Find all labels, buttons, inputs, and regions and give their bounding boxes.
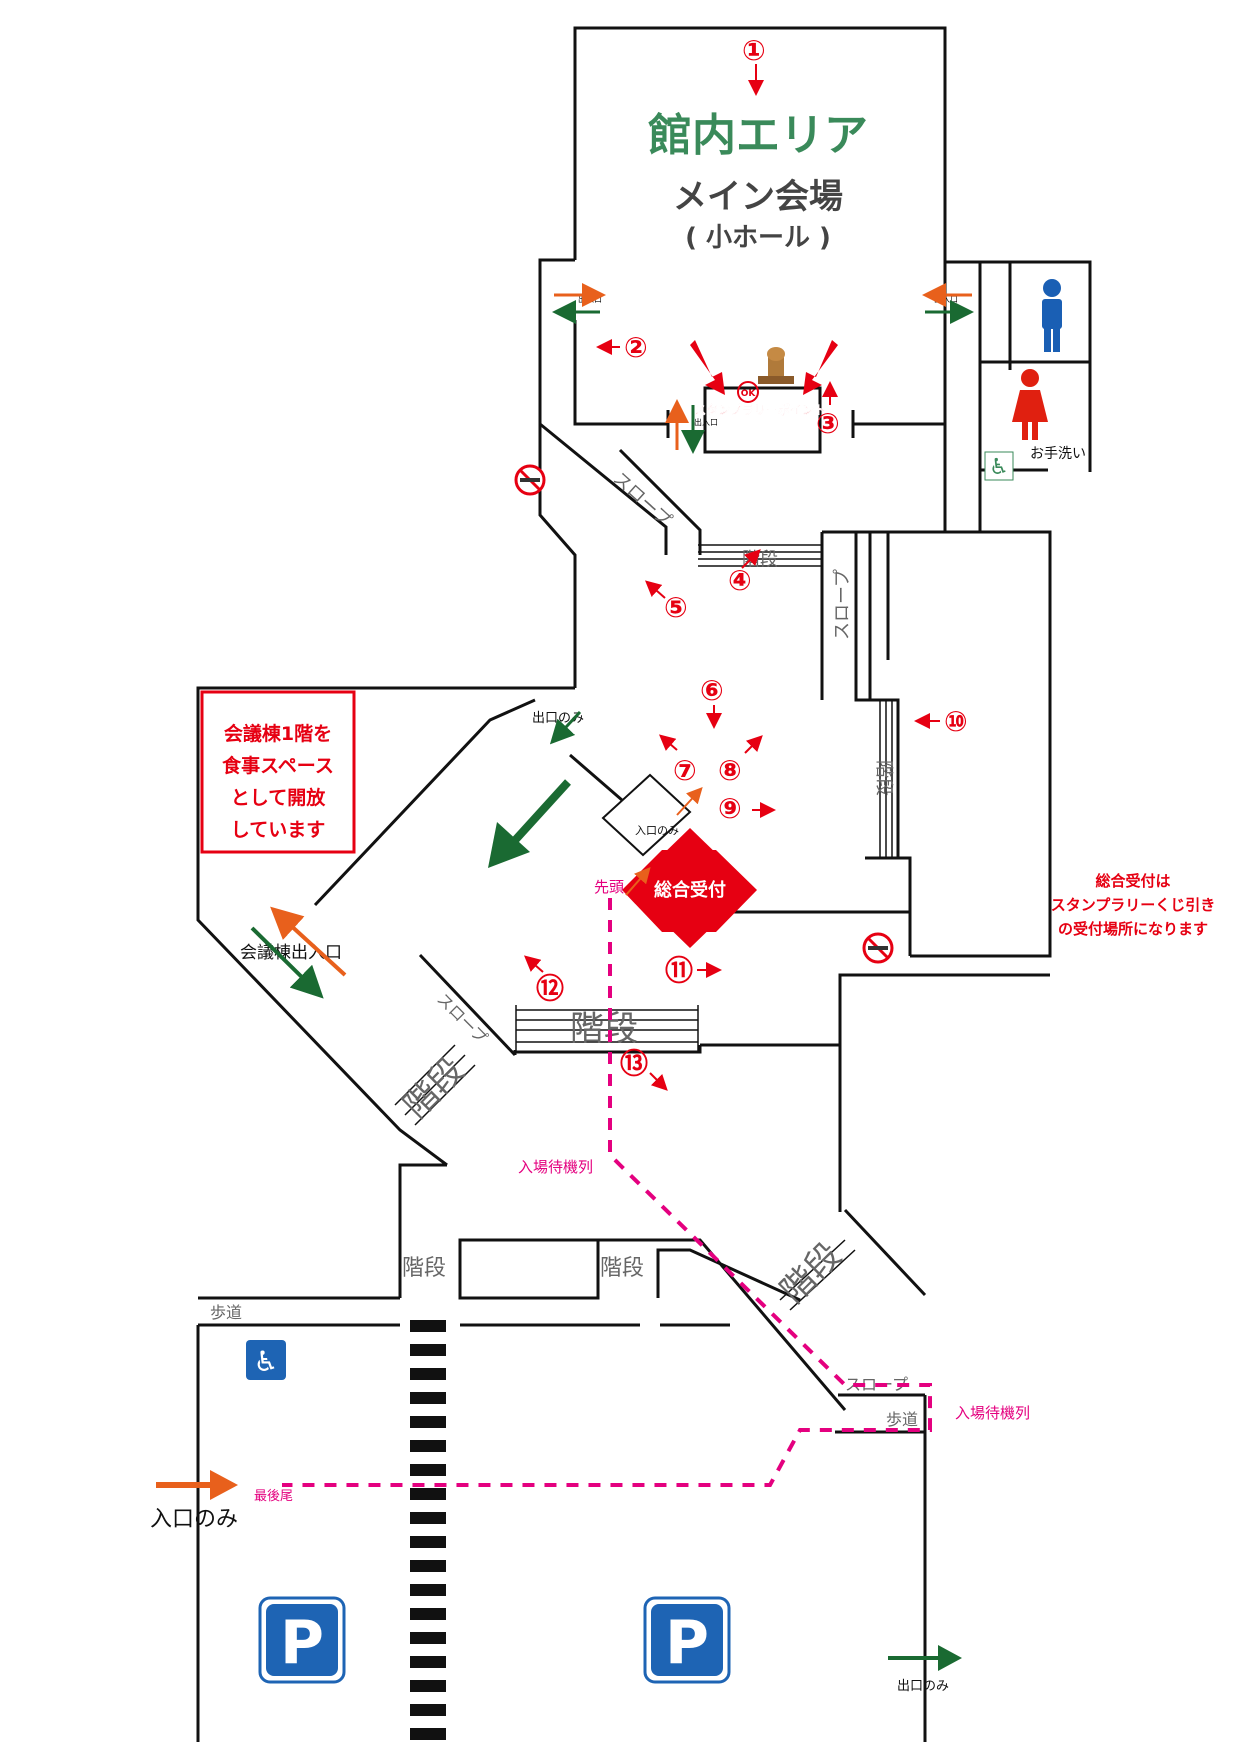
parking-icon: P [258, 1596, 346, 1684]
reception-note: 総合受付は スタンプラリーくじ引き の受付場所になります [1051, 872, 1216, 938]
stamp-point: OK スタンプラリーポイント [690, 340, 838, 417]
main-hall-title: 館内エリア [648, 110, 868, 161]
male-restroom-icon [1042, 279, 1062, 352]
main-hall-subtitle: メイン会場 [673, 177, 843, 217]
parking-entrance-label: 入口のみ [150, 1507, 238, 1532]
conference-in-arrow [270, 906, 347, 977]
stairs-label-4: 階段 [396, 1050, 472, 1126]
entrance-only-label: 入口のみ [635, 824, 679, 837]
notice-line-2: 食事スペース [222, 754, 334, 777]
stamp-ok-text: OK [741, 389, 757, 399]
marker-10: ⑩ [944, 705, 968, 738]
accessible-parking-icon: ♿ [246, 1340, 286, 1380]
accessible-restroom-icon: ♿ [984, 451, 1014, 481]
stairs-label-6: 階段 [600, 1256, 644, 1281]
notice-line-4: しています [231, 819, 325, 841]
sidewalk-label-2: 歩道 [886, 1410, 918, 1429]
door-label-right: 出入口 [934, 294, 958, 304]
exit-only-arrow [549, 710, 582, 745]
marker-2: ② [624, 331, 648, 364]
queue-enter-arrow [625, 866, 651, 896]
markers: ① ② ③ ④ ⑤ ⑥ ⑦ ⑧ ⑨ ⑩ ⑪ ⑫ ⑬ [536, 34, 968, 1080]
marker-5: ⑤ [664, 591, 688, 624]
reception-box[interactable]: 総合受付 [622, 828, 757, 948]
marker-4: ④ [728, 564, 752, 597]
parking-icon-2: P [643, 1596, 731, 1684]
slope-walls [618, 448, 872, 700]
big-green-arrow [488, 779, 571, 868]
queue-head-label: 先頭 [594, 878, 624, 896]
parking-letter-1: P [280, 1608, 324, 1678]
reception-note-2: スタンプラリーくじ引き [1051, 896, 1216, 914]
female-restroom-icon [1012, 369, 1048, 440]
marker-8: ⑧ [718, 754, 742, 787]
queue-label-1: 入場待機列 [518, 1158, 593, 1176]
marker-13: ⑬ [620, 1047, 648, 1080]
parking-exit-arrow [888, 1645, 962, 1671]
notice-line-1: 会議棟1階を [224, 722, 332, 745]
sidewalk-label-1: 歩道 [210, 1303, 242, 1322]
no-smoking-icon [514, 464, 546, 496]
marker-7: ⑦ [673, 754, 697, 787]
notice-line-3: として開放 [231, 786, 326, 809]
reception-note-3: の受付場所になります [1058, 920, 1208, 938]
slope-label-1: スロープ [609, 468, 676, 531]
stairs-label-2: 階段 [873, 760, 894, 796]
marker-6: ⑥ [700, 674, 724, 707]
door-label-stamp: 出入口 [694, 417, 718, 427]
notice-box: 会議棟1階を 食事スペース として開放 しています [200, 690, 356, 854]
queue-tail-label: 最後尾 [254, 1489, 293, 1504]
parking-letter-2: P [665, 1608, 709, 1678]
svg-text:♿: ♿ [989, 455, 1009, 480]
stairs-label-5: 階段 [402, 1256, 446, 1281]
door-arrows [552, 283, 974, 454]
marker-12: ⑫ [536, 972, 564, 1005]
queue-label-2: 入場待機列 [955, 1404, 1030, 1422]
stamp-point-label: スタンプラリーポイント [694, 402, 826, 417]
reception-label: 総合受付 [654, 879, 726, 901]
svg-text:♿: ♿ [253, 1345, 278, 1378]
hand-wash-label: お手洗い [1030, 446, 1086, 462]
marker-arrows [523, 64, 940, 1091]
stairs-hatching [394, 544, 893, 1311]
marker-3: ③ [816, 407, 840, 440]
stamp-icon [758, 347, 794, 384]
marker-9: ⑨ [718, 792, 742, 825]
parking-entrance-arrow [156, 1470, 238, 1500]
slope-label-2: スロープ [832, 569, 853, 640]
main-hall-subtitle2: ( 小ホール ) [685, 223, 831, 253]
conference-out-arrow [250, 926, 324, 999]
exit-only-label: 出口のみ [532, 711, 584, 726]
marker-11: ⑪ [665, 954, 693, 987]
reception-note-1: 総合受付は [1095, 872, 1170, 890]
crosswalk [410, 1320, 446, 1740]
building-walls [196, 26, 1092, 1742]
queue-line [282, 898, 932, 1487]
no-smoking-icon-2 [862, 932, 894, 964]
entrance-arrow [676, 787, 703, 816]
entrance-only-box: 入口のみ [601, 773, 692, 857]
parking-exit-label: 出口のみ [897, 1679, 949, 1694]
stairs-label-3: 階段 [570, 1009, 638, 1049]
marker-1: ① [742, 34, 766, 67]
